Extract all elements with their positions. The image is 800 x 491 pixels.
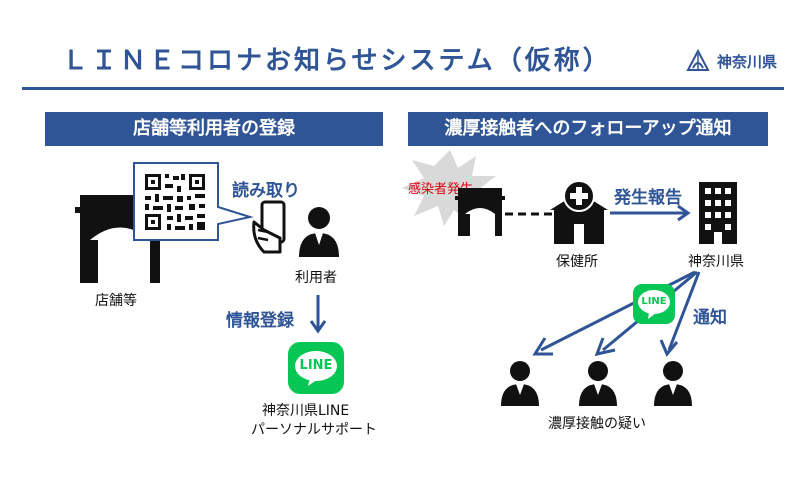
line-notify-label: LINE [641,296,667,307]
dashed-connector [505,212,555,216]
line-notify-icon: LINE [633,284,675,324]
left-section-bar: 店舗等利用者の登録 [45,112,383,146]
line-app-label: LINE [299,358,333,373]
store-label: 店舗等 [95,293,137,309]
health-center-label: 保健所 [556,254,598,270]
user-person-icon [299,207,339,257]
small-store-icon [455,188,505,236]
notify-label: 通知 [693,308,727,328]
prefecture-emblem-icon [686,48,710,71]
user-label: 利用者 [295,270,337,286]
right-section-bar: 濃厚接触者へのフォローアップ通知 [408,112,768,146]
health-center-icon [550,180,608,244]
scan-label: 読み取り [232,181,300,201]
office-building-icon [699,182,737,244]
header-rule [22,87,784,90]
logo-text: 神奈川県 [717,53,778,71]
register-arrow-icon [309,295,327,334]
report-label: 発生報告 [614,188,682,208]
contact-person-icon [654,361,692,406]
prefecture-label: 神奈川県 [688,254,744,270]
line-app-icon: LINE [288,342,344,394]
infection-label: 感染者発生 [408,182,474,197]
service-name-line1: 神奈川県LINE [262,403,350,419]
infection-burst-icon [402,150,496,226]
line-bubble-icon [638,290,670,319]
contact-person-icon [501,361,539,406]
page-title: ＬＩＮＥコロナお知らせシステム（仮称） [62,46,612,76]
service-name-line2: パーソナルサポート [251,422,377,438]
smartphone-hand-icon [252,200,286,254]
contact-person-icon [579,361,617,406]
prefecture-logo: 神奈川県 [685,48,785,74]
contacts-label: 濃厚接触の疑い [548,416,646,432]
register-label: 情報登録 [226,311,294,331]
report-arrow-icon [610,204,691,222]
line-bubble-icon [295,351,337,386]
qr-code-icon [133,162,254,241]
